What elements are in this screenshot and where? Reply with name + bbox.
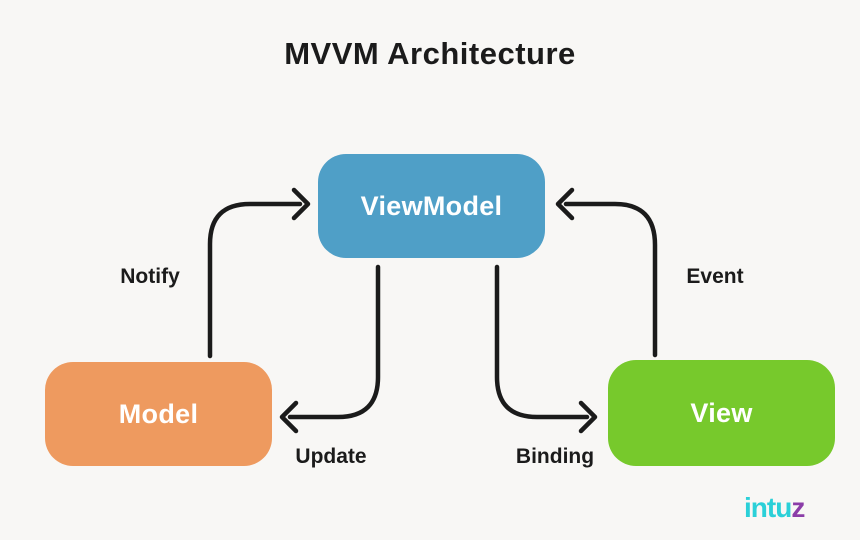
arrow-binding-head	[578, 400, 598, 434]
node-viewmodel-label: ViewModel	[360, 190, 503, 221]
node-model: Model	[45, 362, 272, 466]
arrow-event	[555, 187, 658, 358]
arrow-event-head	[555, 187, 575, 221]
arrow-event-line	[563, 201, 658, 358]
node-viewmodel: ViewModel	[318, 154, 545, 258]
intuz-logo-accent: z	[791, 492, 805, 523]
arrow-update-line	[287, 264, 381, 420]
diagram-title: MVVM Architecture	[284, 36, 576, 71]
arrow-update-head	[279, 400, 299, 434]
intuz-logo-main: intu	[744, 492, 792, 523]
arrow-notify	[207, 187, 311, 359]
arrow-binding	[494, 264, 598, 434]
node-model-label: Model	[118, 398, 199, 429]
intuz-logo: intuz	[744, 492, 805, 523]
arrow-update	[279, 264, 381, 434]
edge-label-binding: Binding	[515, 445, 595, 468]
edge-label-update: Update	[295, 445, 367, 468]
node-view: View	[608, 360, 835, 466]
node-view-label: View	[690, 397, 753, 428]
arrow-binding-line	[494, 264, 590, 420]
arrow-notify-line	[207, 201, 303, 359]
edge-label-event: Event	[686, 265, 744, 288]
arrow-notify-head	[291, 187, 311, 221]
edge-label-notify: Notify	[120, 265, 180, 288]
